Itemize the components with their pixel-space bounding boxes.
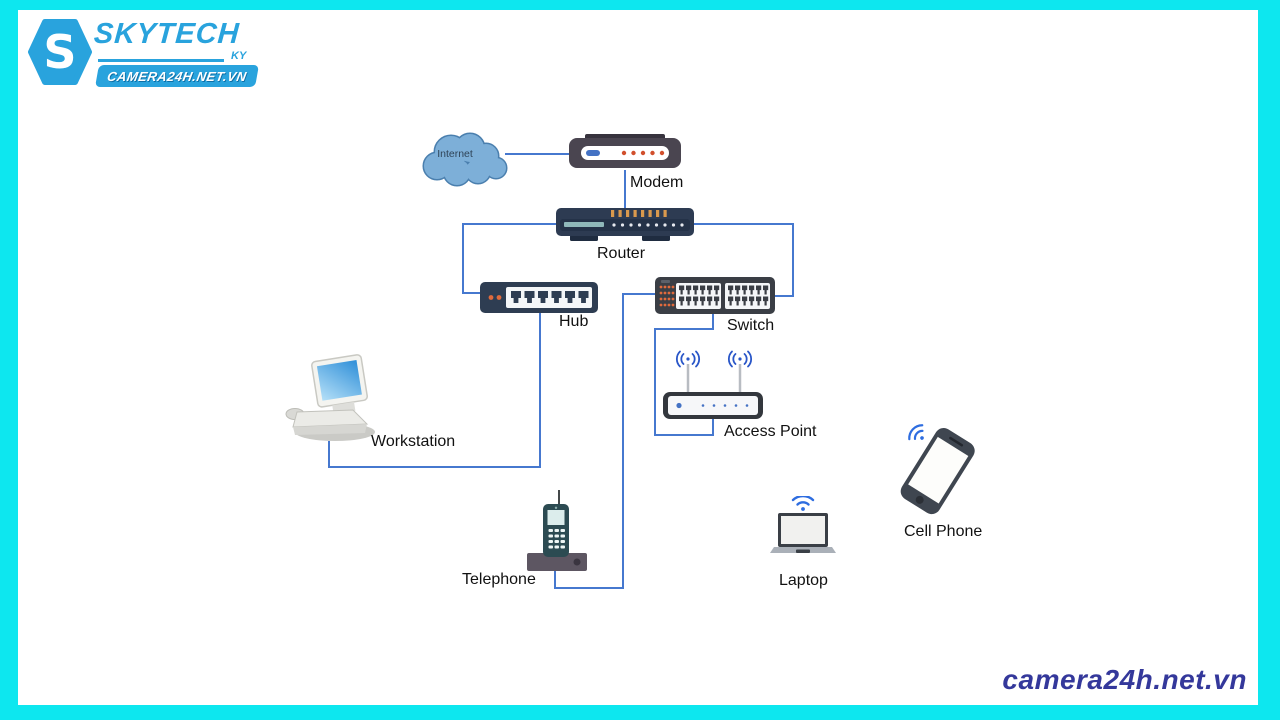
laptop-wifi-icon (770, 494, 836, 553)
access-point-node (663, 350, 763, 425)
antenna-signal-icon (676, 350, 752, 368)
internet-node: Internet (413, 126, 513, 188)
modem-icon (569, 134, 681, 168)
label-cell-phone: Cell Phone (904, 523, 983, 540)
logo-rule (98, 59, 224, 62)
label-workstation: Workstation (371, 433, 456, 450)
smartphone-wifi-icon (900, 424, 975, 515)
switch-icon (655, 277, 775, 314)
router-node (556, 206, 694, 247)
watermark-url: camera24h.net.vn (1002, 664, 1247, 695)
desktop-computer-icon (285, 354, 375, 441)
label-switch: Switch (727, 317, 775, 334)
wireless-access-point-icon (663, 350, 763, 419)
telephone-node (527, 489, 587, 576)
cloud-icon (422, 132, 508, 187)
router-icon (556, 208, 694, 241)
logo-monogram: S (43, 25, 76, 79)
workstation-node (283, 352, 383, 452)
brand-name: SKYTECH (92, 18, 241, 50)
cell-phone-node (888, 410, 983, 525)
internet-label: Internet (437, 148, 473, 160)
wifi-icon (908, 424, 924, 441)
label-hub: Hub (559, 313, 589, 330)
logo-hexagon-icon: S (28, 19, 92, 85)
switch-node (655, 277, 775, 319)
frame-bottom (0, 705, 1280, 720)
frame-left (0, 0, 18, 720)
frame-top (0, 0, 1280, 10)
label-modem: Modem (630, 174, 684, 191)
skytech-logo: S SKYTECH KY CAMERA24H.NET.VN (20, 10, 265, 92)
label-router: Router (597, 245, 646, 262)
modem-node (569, 134, 681, 177)
hub-icon (480, 282, 598, 313)
wifi-icon (791, 494, 815, 511)
frame-right (1258, 0, 1280, 720)
brand-banner: CAMERA24H.NET.VN (95, 65, 259, 87)
label-laptop: Laptop (779, 572, 828, 589)
label-access-point: Access Point (724, 423, 817, 440)
cordless-phone-icon (527, 490, 587, 571)
brand-tagline: KY (231, 50, 247, 62)
laptop-node (770, 494, 836, 561)
label-telephone: Telephone (462, 571, 536, 588)
hub-node (480, 282, 598, 318)
